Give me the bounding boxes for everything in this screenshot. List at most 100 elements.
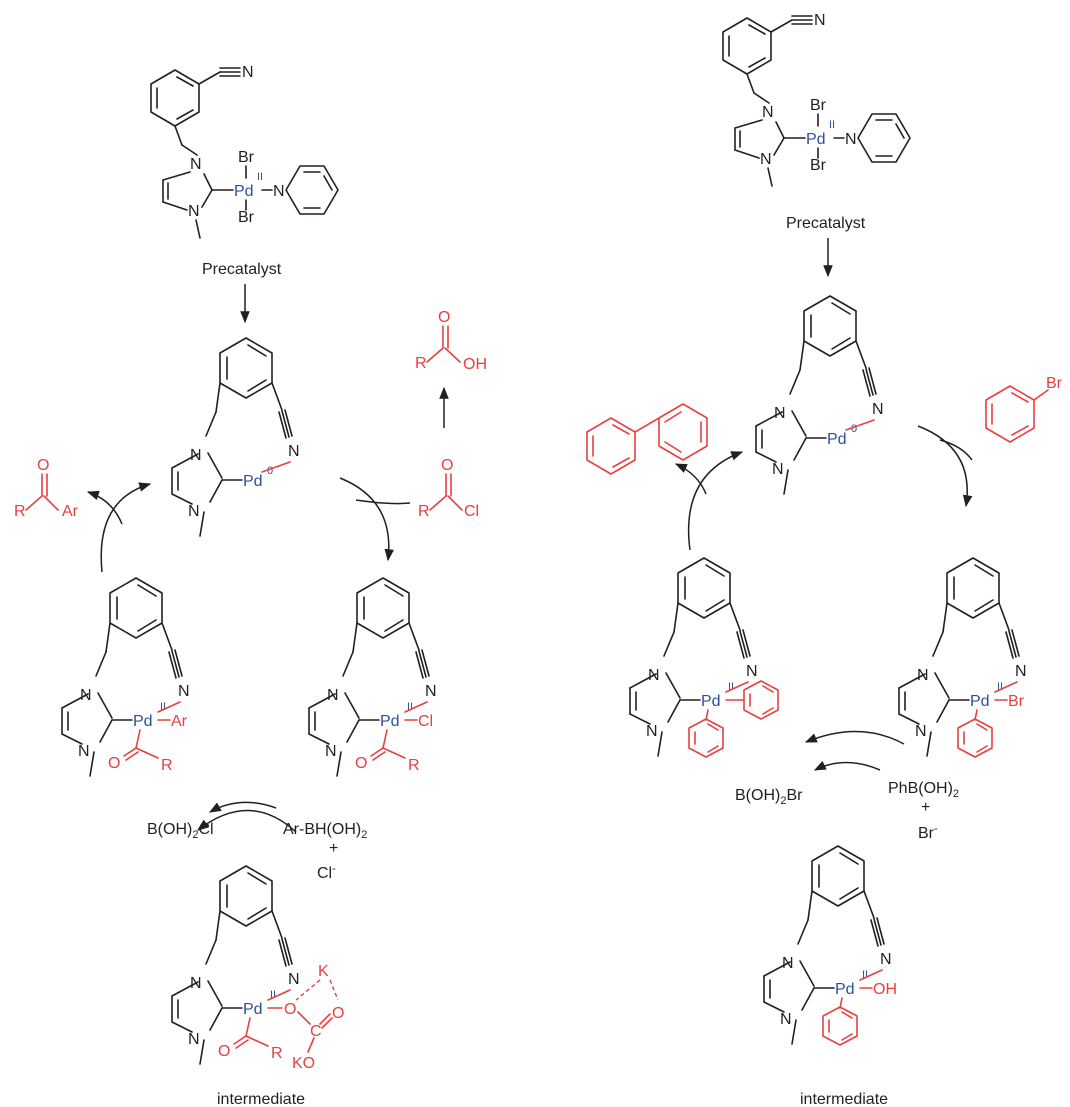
r-label: R (14, 503, 26, 520)
pyridine-n-label: N (845, 131, 857, 148)
oxidation-state: II (728, 681, 734, 693)
oxidative-addition-arrow (917, 425, 973, 508)
product-out-arrow (86, 490, 123, 525)
bromide-label: Br (810, 157, 827, 174)
palladium-label: Pd (806, 131, 826, 148)
right-precatalyst: N N N Pd II Br Br N (722, 12, 911, 187)
o-label: O (332, 1005, 344, 1022)
nitrile-n-label: N (880, 951, 892, 968)
oxidation-state: II (829, 119, 835, 131)
imidazole-n1-label: N (327, 687, 339, 704)
right-precatalyst-label: Precatalyst (786, 215, 866, 232)
r-label: R (408, 757, 420, 774)
ar-label: Ar (62, 503, 79, 520)
right-boronic-acid: PhB(OH)2 (888, 780, 959, 800)
left-carboxylic-acid: R O OH (415, 309, 487, 373)
nitrile-n-label: N (288, 971, 300, 988)
oh-label: OH (463, 356, 487, 373)
o-label: O (284, 1001, 296, 1018)
imidazole-n3-label: N (188, 503, 200, 520)
r-label: R (271, 1045, 283, 1062)
reagent-in-arrow (939, 439, 973, 461)
right-hydroxo-intermediate: N N N Pd II OH (763, 845, 897, 1046)
right-byproduct: B(OH)2Br (735, 787, 803, 807)
imidazole-n3-label: N (646, 723, 658, 740)
o-label: O (441, 457, 453, 474)
nitrile-n-label: N (814, 12, 826, 29)
o-label: O (355, 755, 367, 772)
nitrile-n-label: N (425, 683, 437, 700)
bromide-label: Br (238, 149, 255, 166)
right-plus: + (921, 799, 930, 816)
left-pd0-complex: N N N Pd 0 (171, 337, 300, 537)
o-label: O (37, 457, 49, 474)
product-out-arrow (674, 463, 707, 495)
o-label: O (218, 1043, 230, 1060)
right-bromobenzene: Br (985, 375, 1063, 443)
oxidation-state: II (257, 171, 263, 183)
left-intermediate-label: intermediate (217, 1091, 305, 1107)
oxidation-state: II (160, 701, 166, 713)
left-ketone-product: R O Ar (14, 457, 79, 520)
right-bromide: Br- (918, 823, 938, 842)
nitrile-n-label: N (178, 683, 190, 700)
right-diaryl-pd-complex: N N N Pd II (629, 557, 779, 758)
left-acyl-pd-cl-complex: N N N Pd II Cl O R (308, 577, 437, 777)
nitrile-n-label: N (242, 64, 254, 81)
left-precatalyst-label: Precatalyst (202, 261, 282, 278)
r-label: R (415, 355, 427, 372)
k-label: K (318, 963, 329, 980)
o-label: O (438, 309, 450, 326)
nitrile-n-label: N (1015, 663, 1027, 680)
imidazole-n3-label: N (915, 723, 927, 740)
left-precatalyst: N N N Pd II Br Br N (150, 64, 339, 239)
imidazole-n1-label: N (80, 687, 92, 704)
imidazole-n3-label: N (760, 151, 772, 168)
byproduct-out-arrow (813, 760, 881, 771)
br-label: Br (1046, 375, 1063, 392)
br-label: Br (1008, 693, 1025, 710)
reductive-elimination-arrow (687, 451, 744, 551)
bromide-label: Br (238, 209, 255, 226)
imidazole-n3-label: N (780, 1011, 792, 1028)
imidazole-n1-label: N (190, 447, 202, 464)
imidazole-n3-label: N (188, 1031, 200, 1048)
left-bicarbonate-intermediate: N N N Pd II O C O KO K O R (171, 865, 344, 1072)
left-plus: + (329, 840, 338, 857)
ko-label: KO (292, 1055, 315, 1072)
palladium-label: Pd (970, 693, 990, 710)
bromide-label: Br (810, 97, 827, 114)
imidazole-n1-label: N (782, 955, 794, 972)
left-byproduct: B(OH)2Cl (147, 821, 214, 841)
transmetalation-arrow (804, 730, 905, 745)
cl-label: Cl (418, 713, 433, 730)
oxidation-state: 0 (851, 423, 857, 435)
imidazole-n3-label: N (188, 203, 200, 220)
palladium-label: Pd (243, 473, 263, 490)
palladium-label: Pd (243, 1001, 263, 1018)
left-chloride: Cl- (317, 863, 336, 882)
left-acyl-chloride: R O Cl (418, 457, 479, 520)
imidazole-n1-label: N (190, 975, 202, 992)
c-label: C (310, 1023, 322, 1040)
nitrile-n-label: N (746, 663, 758, 680)
right-aryl-pd-br-complex: N N N Pd II Br (898, 557, 1027, 758)
oh-label: OH (873, 981, 897, 998)
r-label: R (161, 757, 173, 774)
nitrile-n-label: N (872, 401, 884, 418)
palladium-label: Pd (234, 183, 254, 200)
oxidation-state: II (270, 989, 276, 1001)
left-acyl-pd-ar-complex: N N N Pd II Ar O R (61, 577, 190, 777)
palladium-label: Pd (701, 693, 721, 710)
left-boronic-acid: Ar-BH(OH)2 (283, 821, 367, 841)
imidazole-n1-label: N (762, 104, 774, 121)
palladium-label: Pd (133, 713, 153, 730)
oxidation-state: II (997, 681, 1003, 693)
transmetalation-arrow (197, 809, 297, 833)
imidazole-n1-label: N (917, 667, 929, 684)
pyridine-n-label: N (273, 183, 285, 200)
right-intermediate-label: intermediate (800, 1091, 888, 1107)
imidazole-n1-label: N (190, 156, 202, 173)
oxidation-state: 0 (267, 465, 273, 477)
